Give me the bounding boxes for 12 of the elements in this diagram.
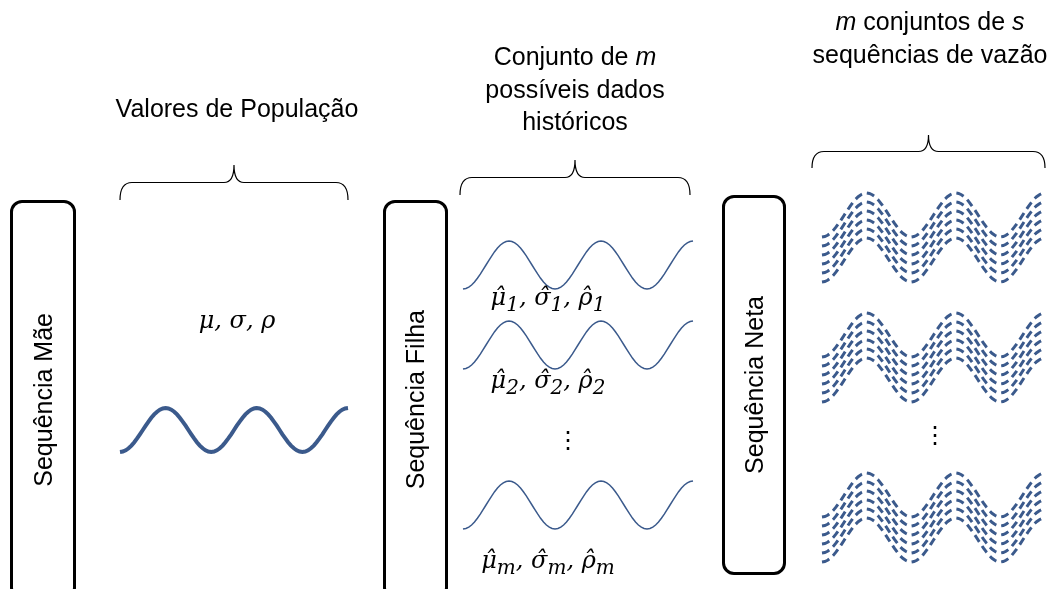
parameter-formula: μ̂$_{2}$, σ̂$_{2}$, ρ̂$_{2}$ [490,365,606,400]
vertical-ellipsis: ⋮ [556,425,580,456]
column-heading: Valores de População [114,93,360,124]
parameter-formula: μ̂$_{m}$, σ̂$_{m}$, ρ̂$_{m}$ [481,545,615,580]
rotated-label-box: Sequência Filha [383,200,448,589]
column-heading: Conjunto de m possíveis dados históricos [484,41,666,137]
parameter-formula: μ, σ, ρ [198,305,276,336]
column-heading: m conjuntos de s sequências de vazão [811,6,1047,70]
rotated-label-box: Sequência Neta [722,195,786,575]
vertical-ellipsis: ⋮ [923,420,947,451]
parameter-formula: μ̂$_{1}$, σ̂$_{1}$, ρ̂$_{1}$ [490,282,606,317]
rotated-label-box: Sequência Mãe [10,200,76,589]
